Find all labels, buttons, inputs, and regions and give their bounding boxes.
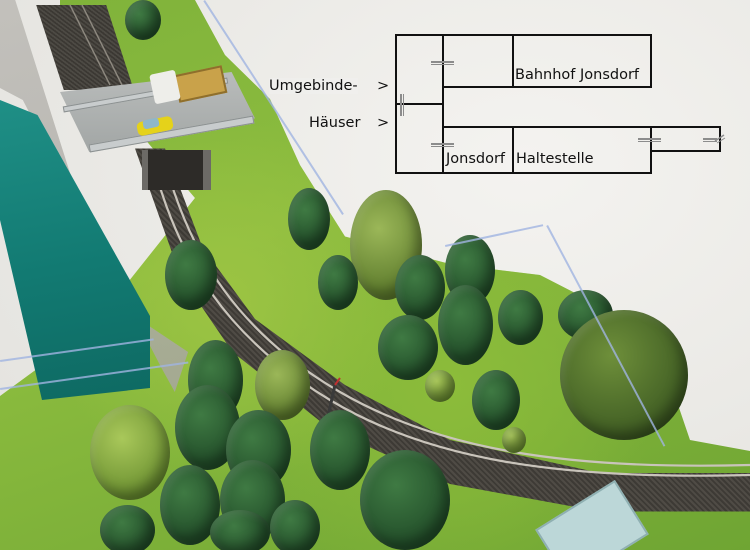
- track-joint-icon: [638, 138, 661, 140]
- shrub: [502, 427, 526, 453]
- tree: [255, 350, 310, 420]
- label-jonsdorf: Jonsdorf: [446, 151, 506, 167]
- arrow-marker: >: [377, 115, 390, 131]
- module-bahnhof-jonsdorf: [512, 34, 652, 88]
- tree: [378, 315, 438, 380]
- shrub: [425, 370, 455, 402]
- track-end-icon: [703, 138, 717, 140]
- tree: [165, 240, 217, 310]
- label-haltestelle: Haltestelle: [516, 151, 594, 167]
- tree: [395, 255, 445, 320]
- label-umgebinde: Umgebinde-: [269, 78, 358, 94]
- tree: [498, 290, 543, 345]
- label-bahnhof-jonsdorf: Bahnhof Jonsdorf: [515, 67, 640, 83]
- tree: [438, 285, 493, 365]
- tree: [310, 410, 370, 490]
- bush: [90, 405, 170, 500]
- tree: [318, 255, 358, 310]
- track-joint-icon: [403, 94, 404, 116]
- track-joint-icon: [431, 64, 454, 65]
- track-joint-icon: [431, 146, 454, 147]
- track-end-icon: [703, 141, 717, 142]
- track-joint-icon: [400, 94, 402, 116]
- tree: [270, 500, 320, 550]
- deciduous-tree: [560, 310, 688, 440]
- label-haeuser: Häuser: [309, 115, 361, 131]
- track-break-icon: [714, 134, 726, 144]
- track-joint-icon: [638, 141, 661, 142]
- tree: [100, 505, 155, 550]
- tree: [288, 188, 330, 250]
- arrow-marker: >: [377, 78, 390, 94]
- tree: [210, 510, 270, 550]
- tree: [125, 0, 161, 40]
- tree: [360, 450, 450, 550]
- track-joint-icon: [431, 143, 454, 145]
- module-divider: [396, 103, 443, 105]
- track-joint-icon: [431, 61, 454, 63]
- tree: [472, 370, 520, 430]
- tunnel-portal: [142, 150, 211, 190]
